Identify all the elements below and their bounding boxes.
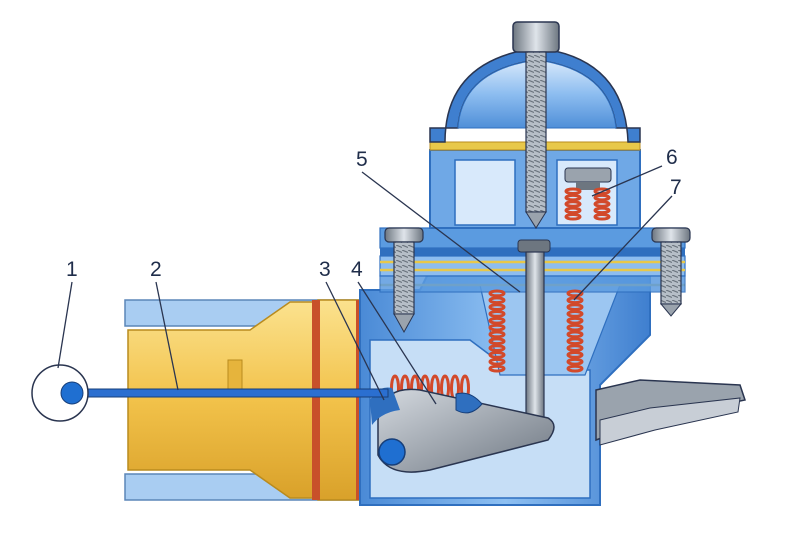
callout-labels: 1 2 3 4 5 6 7 — [66, 146, 682, 281]
spring-coil — [566, 316, 584, 325]
spring-coil — [488, 316, 506, 325]
spring-coil — [566, 303, 584, 311]
brass-spacer-block — [127, 299, 364, 501]
spring-coil — [488, 323, 506, 332]
spring-coil — [566, 357, 584, 366]
spring-coil — [566, 364, 584, 373]
leader-2 — [155, 281, 179, 391]
eccentric-cam — [31, 364, 89, 422]
spring-coil — [488, 330, 506, 339]
right-cover-screw — [651, 227, 691, 317]
leader-3 — [325, 281, 385, 401]
spring-coil — [566, 289, 584, 298]
manual-priming-lever — [595, 379, 746, 446]
spring-coil — [566, 310, 584, 318]
spring-coil — [564, 213, 582, 221]
pushrod — [87, 388, 389, 398]
spring-coil — [593, 187, 611, 195]
left-cover-screw — [384, 227, 424, 334]
top-bolt — [512, 21, 560, 229]
spring-coil — [488, 337, 506, 346]
lever-pivot — [378, 438, 406, 466]
spring-coil — [566, 296, 584, 305]
spring-coil — [488, 351, 506, 359]
callout-6: 6 — [666, 146, 678, 169]
discharge-valve — [564, 167, 612, 190]
valve-spring — [564, 187, 611, 221]
spring-coil — [593, 200, 611, 208]
callout-1: 1 — [66, 258, 78, 281]
spring-coil — [566, 323, 584, 332]
gasket-left — [312, 300, 320, 500]
spring-coil — [488, 357, 506, 366]
leader-lines — [57, 165, 673, 405]
spring-coil — [488, 303, 506, 311]
callout-5: 5 — [356, 148, 368, 171]
callout-3: 3 — [319, 258, 331, 281]
spring-coil — [488, 310, 506, 318]
spring-coil — [564, 206, 582, 215]
spring-coil — [488, 344, 506, 352]
callout-7: 7 — [670, 176, 682, 199]
spring-coil — [488, 296, 506, 305]
leader-6 — [591, 165, 663, 197]
leader-4 — [357, 281, 437, 405]
spring-coil — [593, 213, 611, 221]
spring-coil — [564, 193, 582, 202]
spring-coil — [566, 351, 584, 359]
callout-4: 4 — [351, 258, 363, 281]
spring-coil — [564, 200, 582, 208]
spring-coil — [566, 344, 584, 352]
spring-coil — [488, 364, 506, 373]
leader-1 — [57, 281, 73, 369]
leader-5 — [361, 171, 521, 293]
spring-coil — [564, 187, 582, 195]
spring-coil — [566, 337, 584, 346]
spring-coil — [593, 193, 611, 202]
spring-coil — [566, 330, 584, 339]
callout-2: 2 — [150, 258, 162, 281]
spring-coil — [593, 206, 611, 215]
leader-7 — [573, 195, 673, 301]
diaphragm-spring — [488, 289, 584, 373]
spring-coil — [488, 289, 506, 298]
